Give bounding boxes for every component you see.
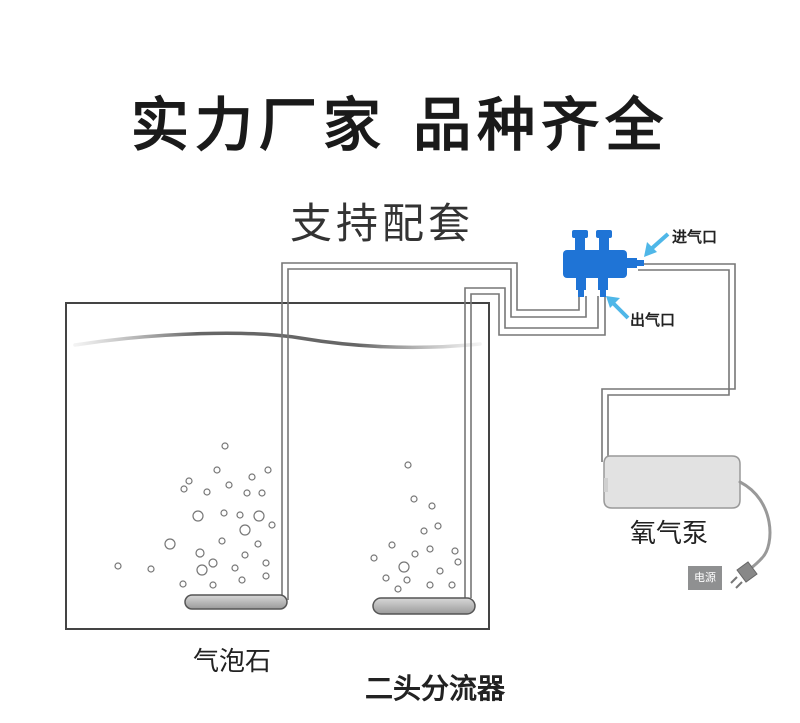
- air-stone-label: 气泡石: [193, 647, 272, 677]
- air-stone-right: [372, 597, 476, 615]
- water-surface: [73, 331, 482, 350]
- two-way-splitter: [563, 230, 644, 297]
- aquarium-tank: [65, 302, 490, 630]
- outlet-arrow: [606, 296, 630, 320]
- power-cord: [738, 480, 772, 576]
- air-stone-left: [184, 594, 288, 610]
- inlet-label: 进气口: [672, 228, 718, 246]
- inlet-arrow: [644, 232, 670, 257]
- outlet-label: 出气口: [630, 311, 676, 329]
- pump-label: 氧气泵: [630, 519, 709, 549]
- subtitle: 支持配套: [290, 199, 475, 248]
- splitter-label: 二头分流器: [365, 672, 506, 705]
- bubbles-left: [114, 442, 276, 589]
- air-tubes: [281, 262, 736, 600]
- power-plug: [730, 561, 758, 589]
- bubbles-right: [370, 461, 462, 593]
- power-label: 电源: [688, 566, 722, 590]
- headline: 实力厂家 品种齐全: [130, 91, 670, 159]
- oxygen-pump: [603, 455, 741, 509]
